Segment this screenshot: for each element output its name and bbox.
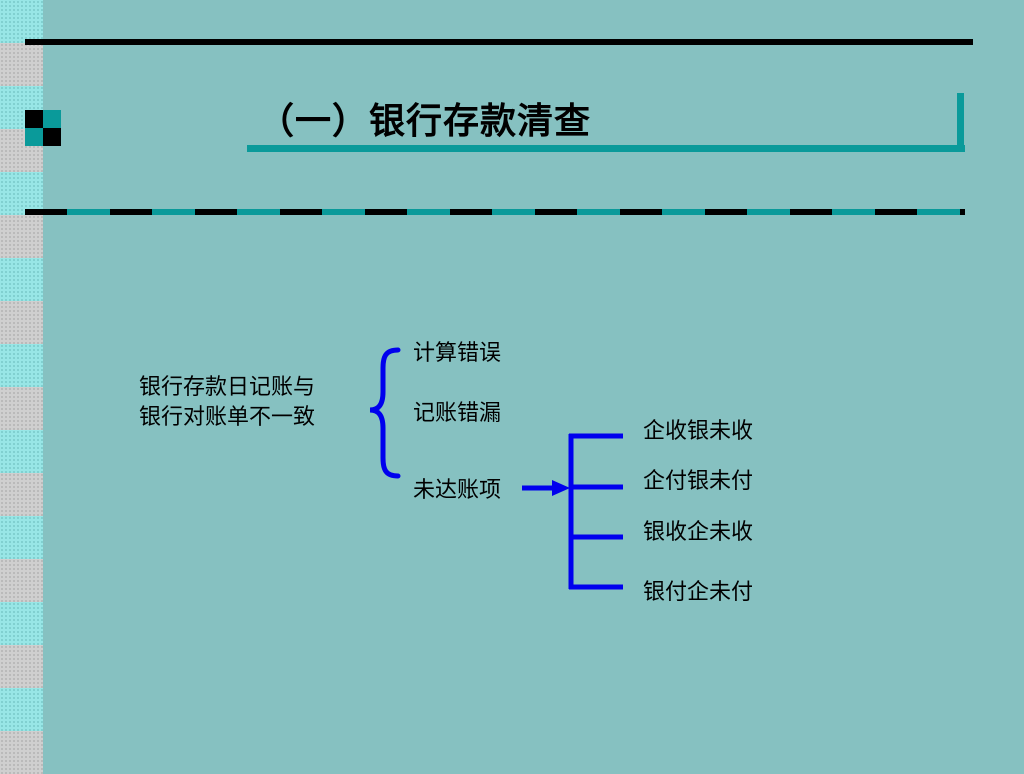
strip-cell bbox=[0, 430, 43, 473]
cause-unrecorded-items: 未达账项 bbox=[413, 478, 502, 503]
item-company-paid-bank-not: 企付银未付 bbox=[643, 469, 754, 494]
strip-cell bbox=[0, 387, 43, 430]
left-brace bbox=[369, 347, 401, 479]
dash-segment bbox=[705, 209, 747, 215]
cause-recording-error: 记账错漏 bbox=[413, 401, 502, 426]
strip-cell bbox=[0, 731, 43, 774]
dash-segment bbox=[535, 209, 577, 215]
arrow-head-icon bbox=[552, 480, 570, 496]
dash-segment bbox=[790, 209, 832, 215]
dash-segment bbox=[620, 209, 662, 215]
strip-cell bbox=[0, 258, 43, 301]
strip-cell bbox=[0, 473, 43, 516]
strip-cell bbox=[0, 0, 43, 43]
title-corner-bar bbox=[957, 93, 964, 151]
cause-calculation-error: 计算错误 bbox=[413, 341, 502, 366]
strip-cell bbox=[0, 559, 43, 602]
dashed-divider bbox=[25, 209, 965, 215]
top-black-rule bbox=[25, 39, 973, 45]
strip-cell bbox=[0, 516, 43, 559]
dash-segment bbox=[25, 209, 67, 215]
strip-cell bbox=[0, 645, 43, 688]
strip-cell bbox=[0, 602, 43, 645]
title-underline bbox=[247, 145, 965, 152]
strip-cell bbox=[0, 43, 43, 86]
dash-segment bbox=[195, 209, 237, 215]
strip-cell bbox=[0, 688, 43, 731]
dash-segment bbox=[280, 209, 322, 215]
strip-cell bbox=[0, 344, 43, 387]
dash-segment bbox=[450, 209, 492, 215]
item-bank-received-company-not: 银收企未收 bbox=[643, 520, 754, 545]
left-decorative-strip bbox=[0, 0, 43, 774]
strip-cell bbox=[0, 215, 43, 258]
item-company-received-bank-not: 企收银未收 bbox=[643, 419, 754, 444]
dash-segment bbox=[110, 209, 152, 215]
item-bank-paid-company-not: 银付企未付 bbox=[643, 580, 754, 605]
dash-segment bbox=[875, 209, 917, 215]
dash-segment bbox=[365, 209, 407, 215]
strip-cell bbox=[0, 172, 43, 215]
dash-segment bbox=[960, 209, 965, 215]
square-bullet-icon bbox=[25, 110, 61, 146]
strip-cell bbox=[0, 301, 43, 344]
root-label-line-2: 银行对账单不一致 bbox=[139, 405, 316, 430]
root-label-line-1: 银行存款日记账与 bbox=[139, 375, 316, 400]
slide-title: （一）银行存款清查 bbox=[258, 100, 592, 142]
